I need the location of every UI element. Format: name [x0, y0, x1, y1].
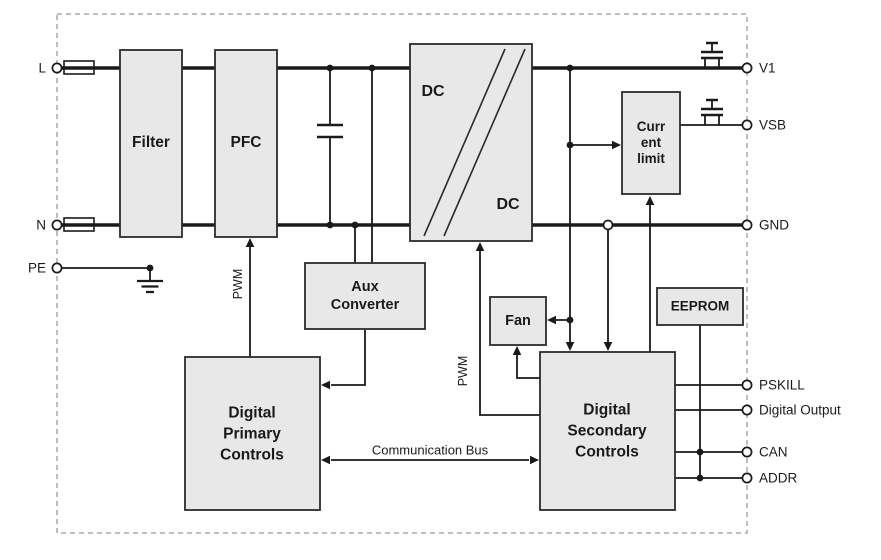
filter-label: Filter	[132, 134, 170, 151]
arrow-into-pfc	[245, 238, 255, 247]
terminal-circle-digital-output	[741, 404, 753, 416]
terminal-label-l: L	[38, 60, 46, 76]
dcdc-input-label: DC	[421, 83, 445, 100]
terminal-label-digital-output: Digital Output	[759, 402, 841, 418]
pfc-label: PFC	[230, 134, 262, 151]
fuse-icon-neutral	[63, 217, 95, 232]
arrow-into-fan-power	[547, 315, 556, 325]
digital-primary-label: Digital Primary Controls	[220, 404, 284, 464]
pwm-primary-label: PWM	[231, 268, 245, 300]
junction-dots	[146, 64, 704, 482]
blocks	[119, 43, 744, 511]
digital-secondary-block	[539, 351, 676, 511]
terminal-label-gnd: GND	[759, 217, 789, 233]
filter-block	[119, 49, 183, 238]
digital-secondary-label: Digital Secondary Controls	[567, 401, 647, 461]
terminal-label-pskill: PSKILL	[759, 377, 805, 393]
terminal-circles	[51, 62, 753, 484]
fan-block	[489, 296, 547, 346]
terminal-label-v1: V1	[759, 60, 776, 76]
digital-primary-block	[184, 356, 321, 511]
terminal-label-n: N	[36, 217, 46, 233]
terminal-label-pe: PE	[27, 260, 46, 276]
arrow-commbus-left	[321, 455, 330, 465]
terminal-circle-pe	[51, 262, 63, 274]
gnd-sense-tap-circle	[602, 219, 614, 231]
terminal-circle-l	[51, 62, 63, 74]
arrow-into-current-limit-control	[645, 196, 655, 205]
current-limit-block	[621, 91, 681, 195]
arrow-into-fan-control	[512, 346, 522, 355]
secondary-pwm-wire	[479, 249, 540, 416]
terminal-circle-gnd	[741, 219, 753, 231]
fan-control-wire	[516, 353, 540, 379]
arrow-into-dcdc	[475, 242, 485, 251]
pwm-secondary-label: PWM	[456, 355, 470, 387]
pe-wire	[57, 267, 151, 281]
arrow-gnd-sense-into-secondary	[603, 342, 613, 351]
terminal-circle-can	[741, 446, 753, 458]
terminal-circle-vsb	[741, 119, 753, 131]
dcdc-diagonal-lines	[423, 48, 526, 237]
aux-converter-block	[304, 262, 426, 330]
fan-label: Fan	[505, 313, 531, 329]
mosfet-icon-v1	[701, 41, 723, 68]
terminal-circle-pskill	[741, 379, 753, 391]
mosfet-icon-vsb	[701, 98, 723, 125]
arrow-standby-into-secondary	[565, 342, 575, 351]
eeprom-block	[656, 287, 744, 326]
pfc-block	[214, 49, 278, 238]
arrow-into-current-limit-input	[612, 140, 621, 150]
aux-input-wires	[354, 68, 373, 263]
standby-power-wire	[555, 68, 613, 344]
capacitor-icon	[317, 123, 343, 139]
terminal-circle-v1	[741, 62, 753, 74]
fuse-icon-live	[63, 60, 95, 75]
aux-output-to-primary-wire	[331, 330, 366, 386]
eeprom-label: EEPROM	[670, 298, 730, 314]
arrow-commbus-right	[530, 455, 539, 465]
terminal-label-vsb: VSB	[759, 117, 787, 133]
terminal-label-addr: ADDR	[759, 470, 798, 486]
communication-bus-label: Communication Bus	[371, 442, 489, 458]
arrow-into-primary-controls	[321, 380, 330, 390]
earth-ground-icon	[137, 279, 163, 294]
current-limit-label: Curr ent limit	[636, 119, 666, 166]
dcdc-block	[409, 43, 533, 242]
aux-converter-label: Aux Converter	[330, 279, 400, 313]
terminal-label-can: CAN	[759, 444, 788, 460]
terminal-circle-addr	[741, 472, 753, 484]
arrowheads	[245, 140, 655, 465]
dcdc-output-label: DC	[496, 196, 520, 213]
terminal-circle-n	[51, 219, 63, 231]
enclosure-outline	[56, 13, 748, 534]
